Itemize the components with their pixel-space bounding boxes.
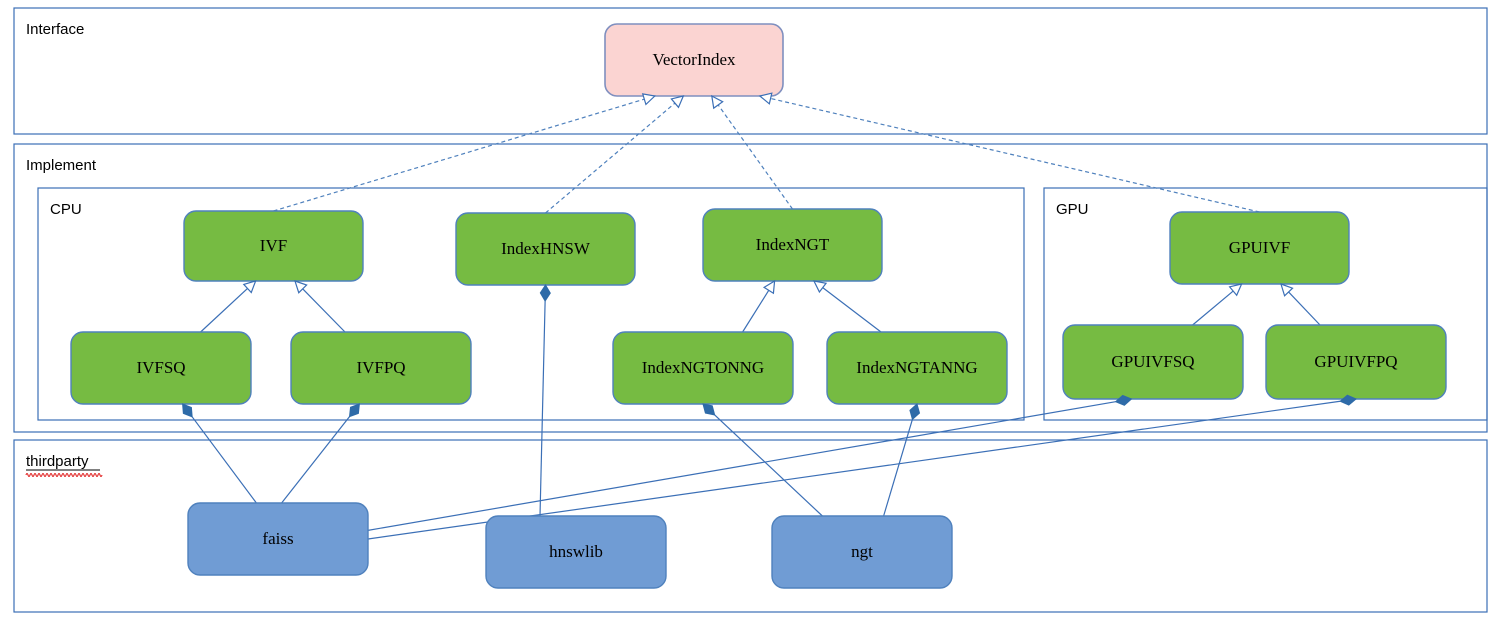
node-hnswlib[interactable] xyxy=(485,515,667,589)
composition-diamond-ngt>indexngtanng xyxy=(909,403,921,421)
node-label-ivf: IVF xyxy=(260,236,287,255)
group-box-interface xyxy=(13,7,1488,135)
edge-generalization-ivfpq>ivf xyxy=(302,288,346,333)
node-gpuivfsq[interactable] xyxy=(1062,324,1244,400)
realization-arrowhead-indexngt>vectorindex xyxy=(711,94,724,110)
edge-composition-ngt>indexngtanng xyxy=(883,419,914,517)
realization-arrowhead-gpuivf>vectorindex xyxy=(758,92,773,105)
node-label-gpuivfpq: GPUIVFPQ xyxy=(1314,352,1397,371)
edge-generalization-ivfsq>ivf xyxy=(200,288,248,333)
group-box-gpu xyxy=(1043,187,1488,421)
spellcheck-squiggle-icon xyxy=(25,472,103,478)
node-ngt[interactable] xyxy=(771,515,953,589)
node-label-ivfpq: IVFPQ xyxy=(356,358,405,377)
realization-arrowhead-ivf>vectorindex xyxy=(641,93,657,106)
realization-arrowhead-indexhnsw>vectorindex xyxy=(670,95,685,109)
composition-diamond-faiss>gpuivfpq xyxy=(1339,394,1357,406)
node-gpuivf[interactable] xyxy=(1169,211,1350,285)
node-label-ivfsq: IVFSQ xyxy=(136,358,185,377)
node-label-indexngtonng: IndexNGTONNG xyxy=(642,358,764,377)
node-ivf[interactable] xyxy=(183,210,364,282)
generalization-arrowhead-indexngtonng>indexngt xyxy=(762,279,776,295)
edge-realization-ivf>vectorindex xyxy=(273,98,645,212)
composition-diamond-faiss>ivfsq xyxy=(182,403,193,418)
edge-composition-faiss>gpuivfsq xyxy=(367,401,1116,531)
edge-composition-hnswlib>indexhnsw xyxy=(539,300,546,517)
node-ivfsq[interactable] xyxy=(70,331,252,405)
composition-diamond-ngt>indexngtonng xyxy=(702,403,716,416)
node-vectorindex[interactable] xyxy=(604,23,784,97)
node-label-vectorindex: VectorIndex xyxy=(652,50,736,69)
edge-generalization-gpuivfpq>gpuivf xyxy=(1288,291,1321,326)
group-label-thirdparty: thirdparty xyxy=(26,453,89,470)
edge-composition-ngt>indexngtonng xyxy=(714,414,823,517)
edge-generalization-gpuivfsq>gpuivf xyxy=(1192,290,1234,326)
node-ivfpq[interactable] xyxy=(290,331,472,405)
group-box-cpu xyxy=(37,187,1025,421)
composition-diamond-hnswlib>indexhnsw xyxy=(539,284,551,302)
node-label-indexngt: IndexNGT xyxy=(756,235,830,254)
node-label-indexhnsw: IndexHNSW xyxy=(501,239,591,258)
edge-realization-indexhnsw>vectorindex xyxy=(545,102,676,214)
generalization-arrowhead-gpuivfsq>gpuivf xyxy=(1228,283,1243,297)
node-label-gpuivf: GPUIVF xyxy=(1229,238,1290,257)
group-label-cpu: CPU xyxy=(50,201,82,218)
edge-generalization-indexngtanng>indexngt xyxy=(822,287,882,333)
generalization-arrowhead-gpuivfpq>gpuivf xyxy=(1280,283,1294,297)
generalization-arrowhead-indexngtanng>indexngt xyxy=(812,280,828,294)
edge-composition-faiss>ivfpq xyxy=(281,416,350,504)
node-label-gpuivfsq: GPUIVFSQ xyxy=(1111,352,1194,371)
group-label-gpu: GPU xyxy=(1056,201,1089,218)
node-label-faiss: faiss xyxy=(262,529,293,548)
node-label-hnswlib: hnswlib xyxy=(549,542,603,561)
node-label-indexngtanng: IndexNGTANNG xyxy=(856,358,977,377)
node-faiss[interactable] xyxy=(187,502,369,576)
group-label-interface: Interface xyxy=(26,21,84,38)
group-label-implement: Implement xyxy=(26,157,97,174)
generalization-arrowhead-ivfsq>ivf xyxy=(242,280,257,294)
node-label-ngt: ngt xyxy=(851,542,873,561)
edge-realization-indexngt>vectorindex xyxy=(717,104,793,210)
composition-diamond-faiss>gpuivfsq xyxy=(1114,394,1133,406)
edge-composition-faiss>ivfsq xyxy=(191,416,257,504)
edge-generalization-indexngtonng>indexngt xyxy=(742,289,770,333)
group-box-thirdparty xyxy=(13,439,1488,613)
node-indexngt[interactable] xyxy=(702,208,883,282)
composition-diamond-faiss>ivfpq xyxy=(348,403,360,418)
generalization-arrowhead-ivfpq>ivf xyxy=(294,280,308,294)
